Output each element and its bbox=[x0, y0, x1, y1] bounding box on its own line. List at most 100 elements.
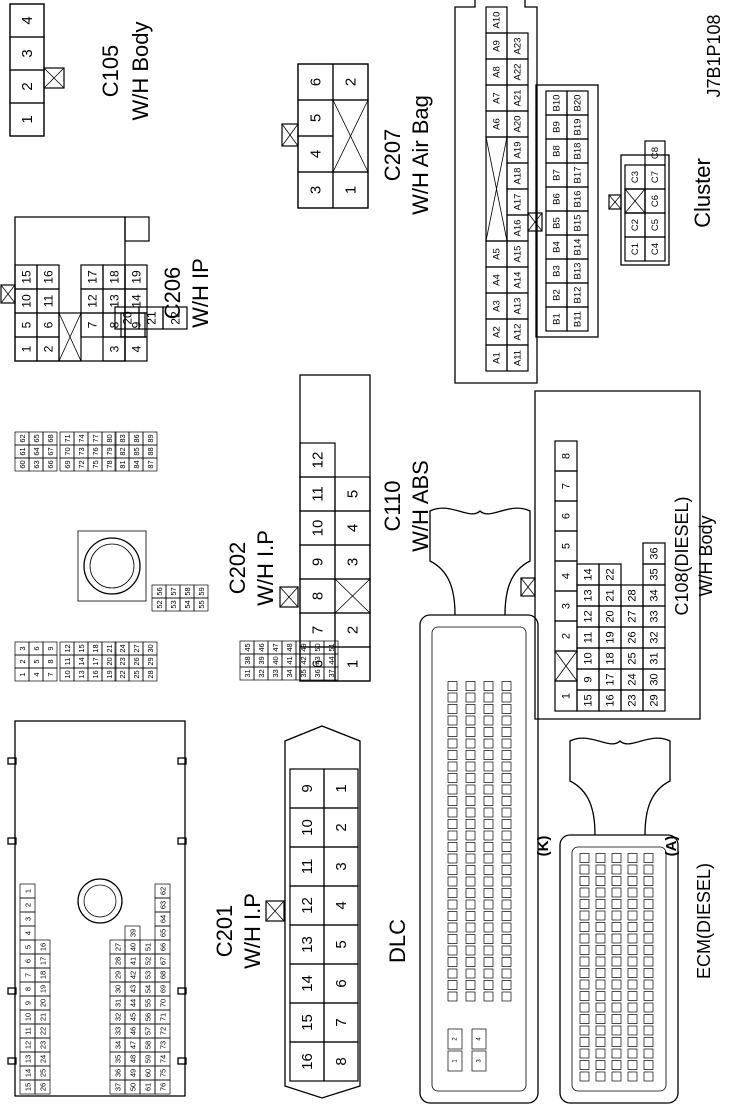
ecm-name: ECM(DIESEL) bbox=[694, 863, 714, 979]
pin-cell bbox=[611, 1025, 622, 1036]
pin-cell bbox=[627, 1037, 638, 1047]
pin-cell bbox=[611, 1037, 622, 1047]
c108-code: C108(DIESEL) bbox=[672, 496, 692, 615]
pin-label: 15 bbox=[583, 694, 595, 706]
pin-cell bbox=[193, 584, 209, 599]
pin-label: 73 bbox=[159, 1041, 168, 1049]
pin-cell bbox=[142, 431, 158, 446]
pin-cell bbox=[447, 715, 458, 726]
c105-code: C105 bbox=[98, 45, 123, 98]
pin-cell bbox=[595, 910, 606, 921]
pin-label: 66 bbox=[159, 943, 168, 951]
pin-cell bbox=[579, 1060, 590, 1070]
pin-label: 6 bbox=[308, 78, 325, 86]
cluster-c-key-cross bbox=[624, 188, 646, 214]
pin-cell bbox=[124, 925, 141, 941]
c206-name: W/H IP bbox=[188, 258, 213, 328]
pin-cell bbox=[501, 773, 512, 783]
pin-label: 36 bbox=[649, 547, 661, 559]
pin-cell bbox=[595, 979, 606, 990]
pin-cell bbox=[447, 819, 458, 829]
pin-label: 45 bbox=[243, 643, 252, 651]
pin-label: B3 bbox=[552, 265, 563, 277]
pin-label: 20 bbox=[105, 657, 114, 665]
pin-label: 9 bbox=[583, 676, 595, 682]
pin-label: 18 bbox=[91, 644, 100, 652]
airbag-key-cross bbox=[485, 136, 508, 242]
pin-label: 8 bbox=[333, 1057, 350, 1065]
pin-label: 9 bbox=[130, 321, 144, 328]
pin-label: B17 bbox=[573, 167, 584, 184]
pin-cell bbox=[643, 945, 654, 955]
pin-label: 4 bbox=[333, 901, 350, 909]
pin-cell bbox=[595, 1060, 606, 1070]
pin-label: 33 bbox=[649, 610, 661, 622]
pin-label: C8 bbox=[650, 147, 661, 159]
pin-label: 57 bbox=[144, 1027, 153, 1035]
pin-label: 21 bbox=[39, 1013, 48, 1021]
pin-label: 11 bbox=[299, 859, 316, 875]
pin-label: 2 bbox=[42, 345, 56, 352]
pin-cell bbox=[643, 1002, 654, 1013]
pin-cell bbox=[627, 1048, 638, 1059]
pin-label: 75 bbox=[91, 460, 100, 468]
c207-key-cross bbox=[332, 99, 369, 173]
pin-label: 55 bbox=[197, 600, 206, 608]
cluster-b-lock bbox=[527, 212, 543, 232]
pin-label: 11 bbox=[310, 486, 327, 502]
pin-cell bbox=[627, 1025, 638, 1036]
pin-cell bbox=[483, 830, 494, 841]
pin-cell bbox=[447, 1050, 463, 1072]
pin-cell bbox=[471, 1028, 487, 1050]
pin-label: A19 bbox=[513, 142, 524, 159]
pin-cell bbox=[483, 980, 494, 990]
pin-cell bbox=[643, 968, 654, 978]
pin-cell bbox=[447, 784, 458, 795]
pin-label: 7 bbox=[24, 973, 33, 977]
pin-label: 27 bbox=[627, 610, 639, 622]
pin-cell bbox=[501, 796, 512, 806]
pin-cell bbox=[447, 899, 458, 910]
pin-label: 2 bbox=[561, 633, 573, 639]
pin-cell bbox=[595, 933, 606, 944]
pin-label: 26 bbox=[132, 657, 141, 665]
pin-label: 21 bbox=[605, 589, 617, 601]
c201-code: C201 bbox=[212, 905, 237, 958]
pin-cell bbox=[483, 761, 494, 772]
pin-cell bbox=[627, 1002, 638, 1013]
pin-label: 16 bbox=[39, 943, 48, 951]
c202-bolt-frame bbox=[77, 530, 147, 602]
pin-cell bbox=[611, 968, 622, 978]
pin-cell bbox=[101, 431, 117, 446]
c206-key-cross bbox=[58, 312, 82, 362]
pin-label: 11 bbox=[42, 294, 56, 307]
pin-label: 10 bbox=[63, 670, 72, 678]
pin-cell bbox=[465, 704, 476, 714]
pin-cell bbox=[501, 991, 512, 1002]
pin-label: 13 bbox=[583, 589, 595, 601]
pin-cell bbox=[465, 980, 476, 990]
c108-key-cross bbox=[554, 650, 578, 682]
pin-label: A17 bbox=[513, 194, 524, 211]
cluster-c-key bbox=[624, 188, 646, 214]
pin-label: 5 bbox=[561, 543, 573, 549]
pin-label: 46 bbox=[129, 1027, 138, 1035]
pin-cell bbox=[465, 968, 476, 979]
pin-label: 30 bbox=[146, 644, 155, 652]
pin-label: 5 bbox=[333, 940, 350, 948]
pin-label: 14 bbox=[583, 568, 595, 580]
pin-label: 8 bbox=[561, 453, 573, 459]
pin-label: 85 bbox=[132, 447, 141, 455]
pin-label: C5 bbox=[650, 219, 661, 231]
pin-label: B12 bbox=[573, 287, 584, 304]
pin-cell bbox=[566, 90, 589, 116]
pin-label: 1 bbox=[24, 889, 33, 893]
pin-cell bbox=[595, 1025, 606, 1036]
pin-label: 19 bbox=[105, 670, 114, 678]
pin-cell bbox=[483, 876, 494, 887]
pin-label: 49 bbox=[129, 1069, 138, 1077]
pin-cell bbox=[579, 899, 590, 909]
pin-cell bbox=[124, 264, 148, 290]
pin-cell bbox=[483, 899, 494, 910]
pin-label: 3 bbox=[108, 345, 122, 352]
